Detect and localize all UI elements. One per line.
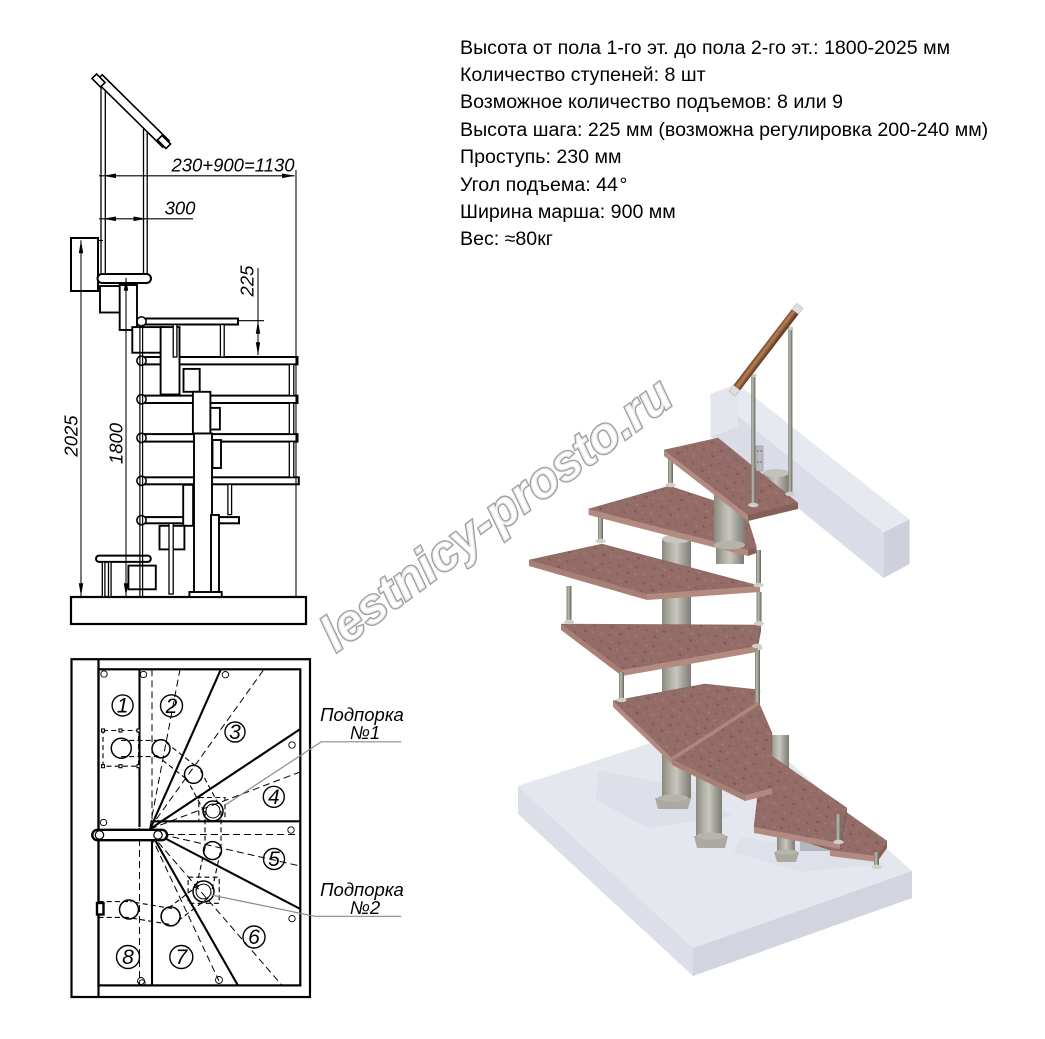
svg-text:3: 3	[229, 721, 241, 744]
svg-text:Подпорка: Подпорка	[320, 879, 404, 900]
svg-text:6: 6	[248, 926, 260, 949]
svg-text:2025: 2025	[61, 415, 82, 458]
svg-text:2: 2	[165, 695, 178, 718]
svg-text:7: 7	[175, 946, 188, 969]
svg-text:№2: №2	[350, 897, 381, 918]
svg-text:1800: 1800	[106, 422, 127, 464]
svg-text:8: 8	[122, 946, 134, 969]
svg-text:225: 225	[237, 265, 258, 298]
svg-text:4: 4	[268, 786, 280, 809]
svg-text:300: 300	[165, 198, 197, 219]
svg-text:5: 5	[268, 848, 280, 871]
svg-text:230+900=1130: 230+900=1130	[170, 155, 295, 176]
svg-text:Подпорка: Подпорка	[320, 704, 404, 725]
svg-text:1: 1	[117, 695, 129, 718]
svg-text:№1: №1	[350, 722, 380, 743]
